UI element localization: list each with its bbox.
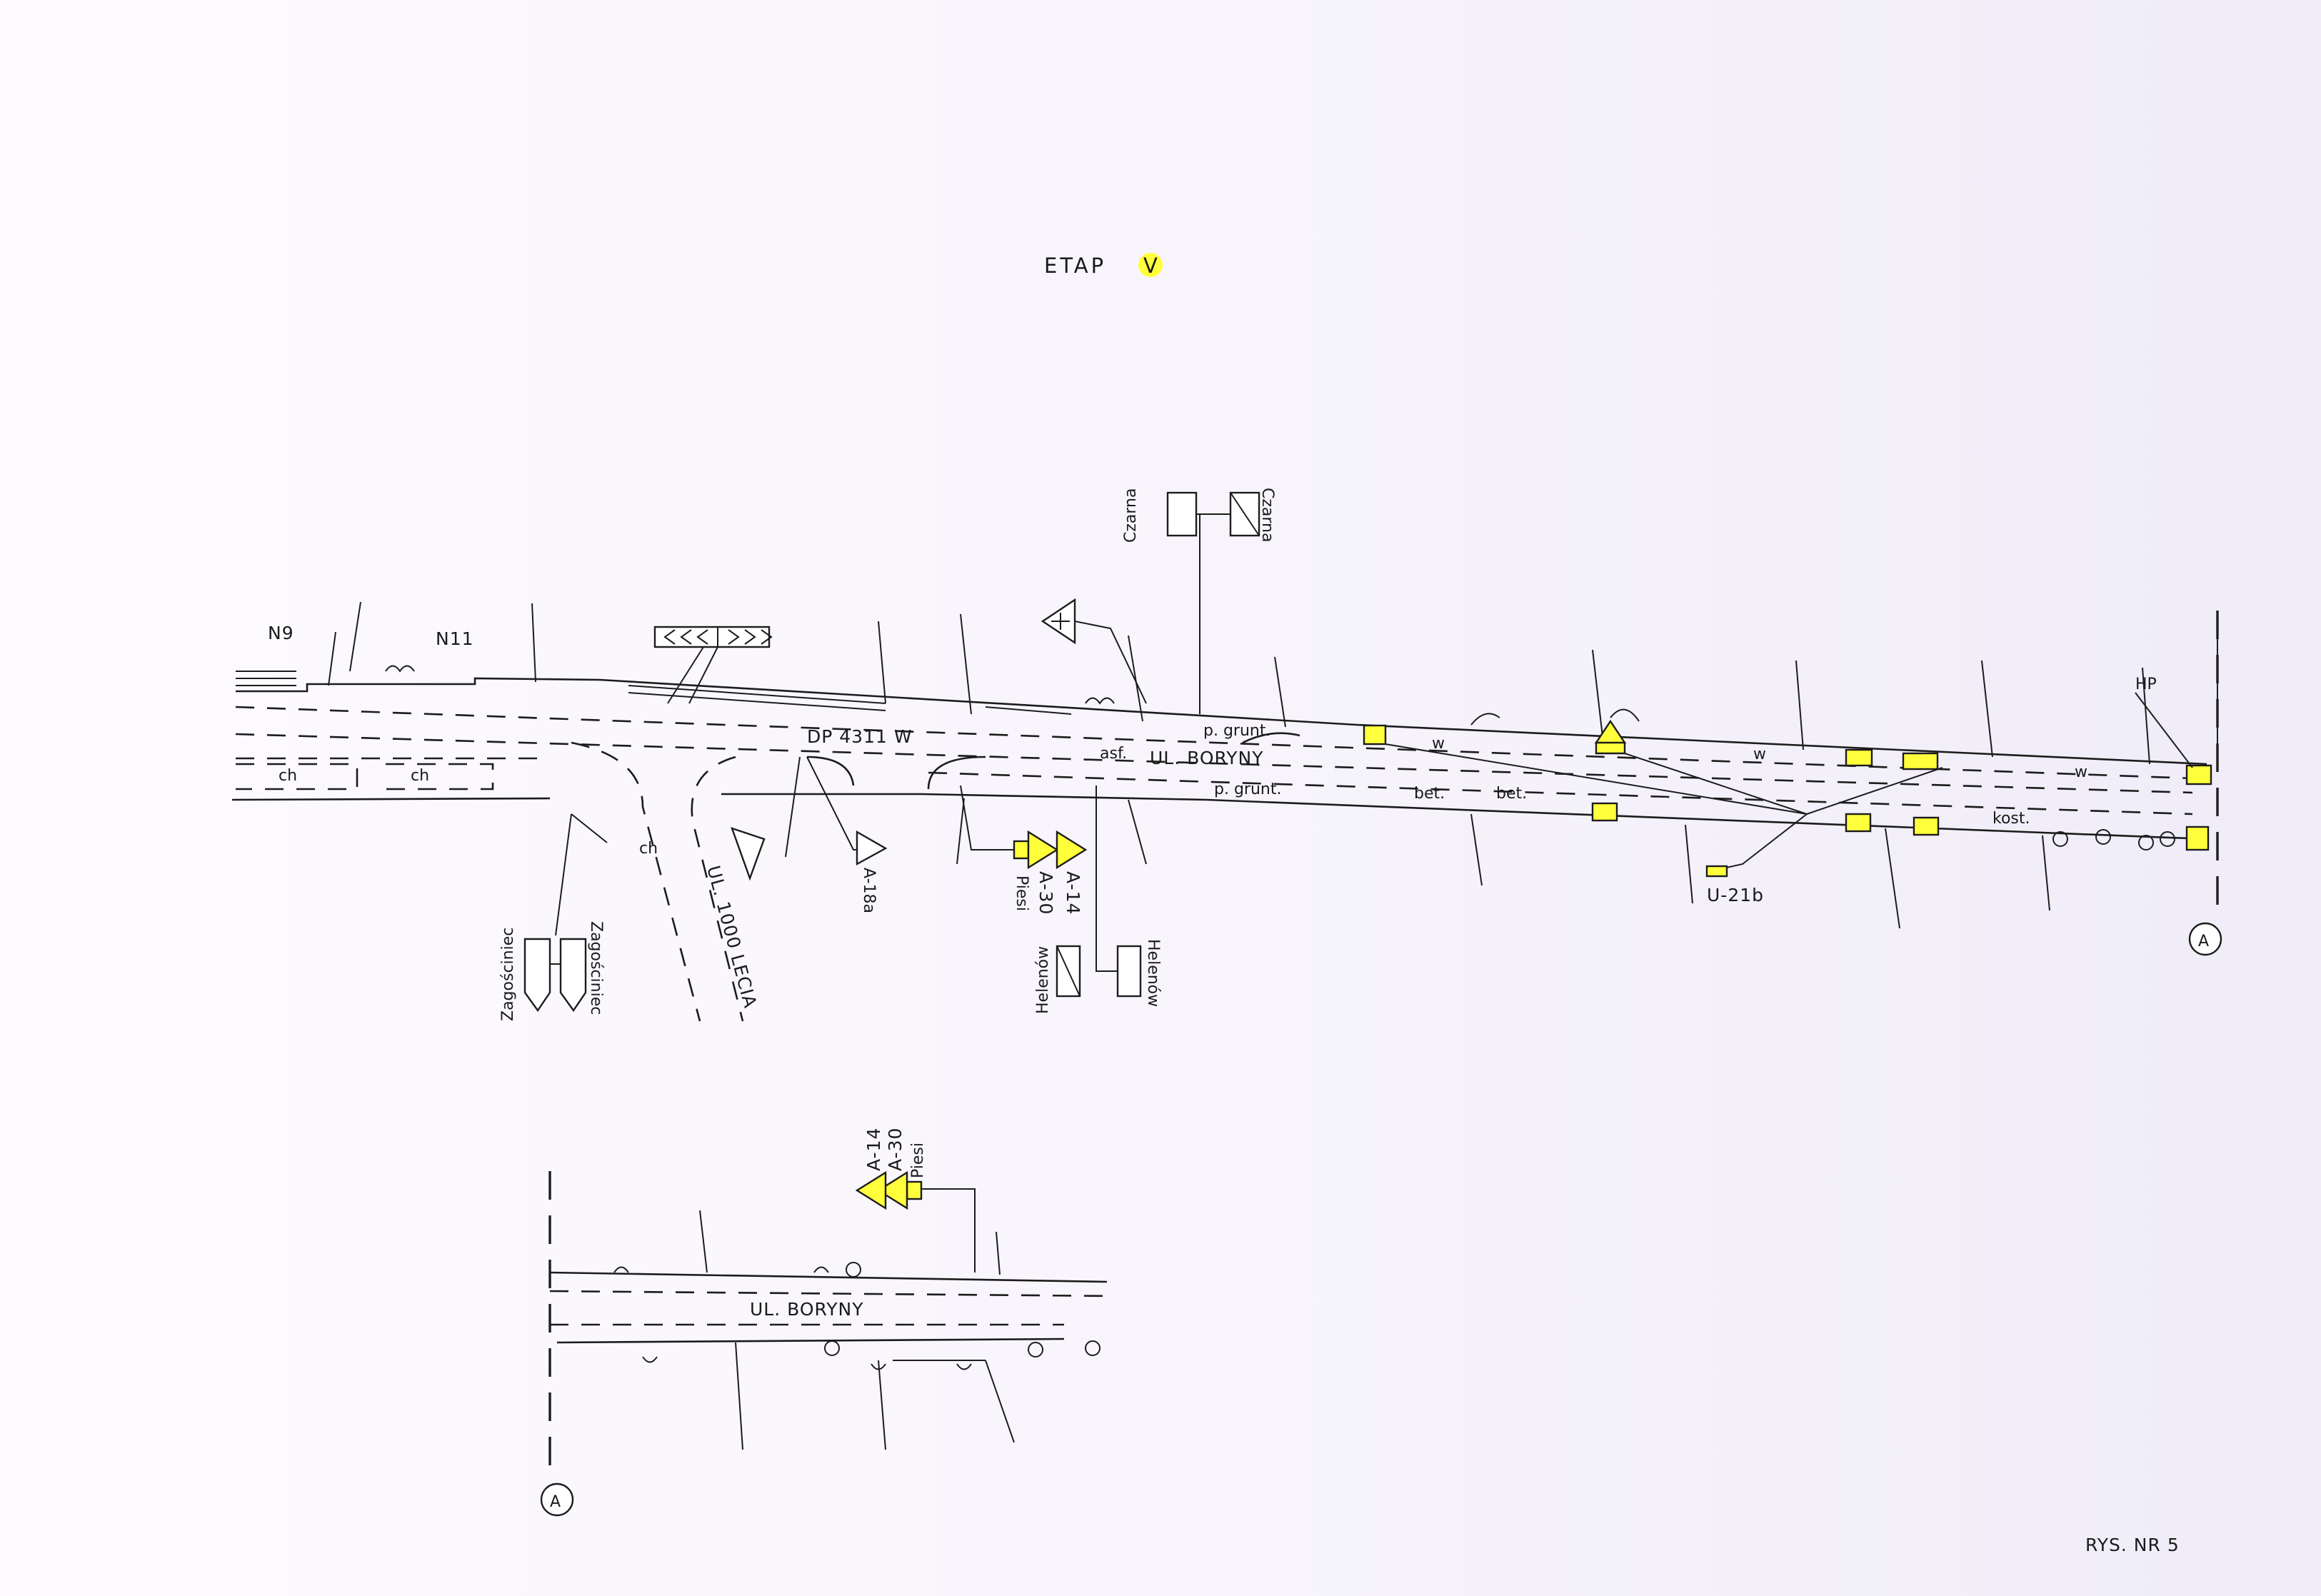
sign-post-5	[2185, 764, 2212, 786]
lower-a14-sign-icon	[855, 1170, 887, 1210]
czarna-sign-left	[1166, 491, 1198, 537]
a30-label: A-30	[1036, 871, 1056, 915]
lower-street-label: UL. BORYNY	[750, 1299, 864, 1320]
stage-number: V	[1143, 254, 1160, 278]
helenow-right-label: Helenów	[1144, 939, 1162, 1007]
lower-edge-top	[549, 1271, 1108, 1283]
stage-highlight	[1138, 253, 1163, 277]
property-lines-bottom	[956, 798, 2050, 929]
surface-bet-1: bet.	[1414, 785, 1445, 803]
u21b-label: U-21b	[1707, 885, 1764, 905]
zagosciniec-direction-signs: Zagościniec Zagościniec	[499, 813, 608, 1021]
t-junction-sign-icon	[1041, 598, 1147, 704]
lower-edge-bottom	[556, 1337, 1065, 1344]
side-street-label: UL. 1000 LECIA	[703, 863, 761, 1010]
surface-w-1: w	[1432, 735, 1445, 753]
surface-asf: asf.	[1100, 745, 1127, 763]
yield-sign-icon	[731, 827, 766, 881]
surface-p-grunt-bottom: p. grunt.	[1214, 781, 1281, 798]
main-street-label: UL. BORYNY	[1150, 748, 1264, 768]
sheet-number: RYS. NR 5	[2085, 1535, 2180, 1555]
sign-post-9	[2185, 825, 2210, 851]
surface-w-3: w	[2075, 763, 2087, 781]
ditch-1	[236, 763, 359, 791]
shrubs	[385, 665, 1640, 726]
zagosciniec-left-label: Zagościniec	[499, 928, 517, 1021]
highlighted-sign-posts	[1363, 719, 2212, 872]
match-marker-top-label: A	[2198, 933, 2209, 950]
piesi-label: Piesi	[1013, 875, 1031, 911]
czarna-left-label: Czarna	[1122, 488, 1140, 543]
u21b-sign: U-21b	[1705, 865, 1764, 905]
a18a-sign: A-18a	[785, 756, 888, 913]
match-marker-top	[2188, 922, 2222, 956]
lower-a14-label: A-14	[863, 1128, 884, 1171]
match-marker-bottom-label: A	[550, 1493, 561, 1511]
lower-a30-label: A-30	[885, 1128, 906, 1171]
parcel-n11: N11	[436, 628, 474, 649]
property-lines-top	[328, 601, 2218, 768]
sign-post-6	[1591, 802, 1618, 822]
czarna-direction-signs: Czarna Czarna	[1122, 488, 1276, 714]
hatched-strips	[236, 671, 1072, 715]
match-line: A	[2188, 611, 2222, 956]
a14-sign-icon	[1056, 830, 1088, 870]
curbs	[806, 732, 1300, 790]
lower-a30-sign-icon	[876, 1170, 908, 1210]
zagosciniec-sign-right	[559, 938, 587, 1013]
surface-ch-2: ch	[411, 767, 429, 785]
sign-post-2-icon	[1594, 719, 1627, 755]
main-road	[231, 601, 2218, 929]
surface-w-2: w	[1753, 746, 1766, 763]
lower-detail: A UL. BORYNY A-14 A-30 Piesi	[540, 1128, 1115, 1517]
zagosciniec-right-label: Zagościniec	[587, 921, 605, 1015]
surface-ch-1: ch	[279, 767, 297, 785]
stage-title: ETAP V	[1044, 253, 1163, 278]
surface-ch-3: ch	[639, 840, 658, 858]
road-edge-top	[236, 677, 2207, 766]
helenow-left-label: Helenów	[1034, 946, 1052, 1014]
road-dash-1	[235, 706, 2193, 780]
lower-piesi-label: Piesi	[909, 1143, 927, 1178]
a14-label: A-14	[1063, 871, 1083, 915]
road-number-label: DP 4311 W	[807, 726, 913, 747]
zagosciniec-sign-left	[523, 938, 551, 1013]
warning-signs-upper: A-30 A-14 Piesi	[960, 785, 1088, 915]
sign-post-7	[1845, 813, 1872, 833]
czarna-right-label: Czarna	[1258, 488, 1276, 542]
side-street-edge-2	[691, 756, 744, 1022]
sign-post-3	[1845, 748, 1873, 767]
a18a-label: A-18a	[860, 868, 878, 913]
helenow-sign-right	[1116, 945, 1142, 998]
helenow-direction-signs: Helenów Helenów	[1034, 786, 1162, 1014]
lower-dash-lines	[549, 1290, 1115, 1326]
a30-sign-icon	[1027, 830, 1059, 870]
surface-bet-2: bet.	[1496, 785, 1527, 803]
road-edge-bottom	[231, 793, 2207, 840]
sign-post-8	[1913, 816, 1940, 836]
parcel-n9: N9	[268, 623, 294, 643]
hp-marker: HP	[2135, 676, 2193, 768]
hp-label: HP	[2135, 676, 2157, 693]
surface-kost: kost.	[1992, 810, 2030, 828]
match-marker-bottom	[540, 1482, 574, 1517]
surface-p-grunt-top: p. grunt.	[1203, 722, 1270, 740]
sign-post-4	[1902, 752, 1939, 771]
sign-post-1	[1363, 724, 1387, 746]
road-dash-3	[236, 757, 2193, 815]
tree-symbols	[2052, 829, 2175, 850]
u21b-sign-icon	[1705, 865, 1728, 878]
road-dash-2	[235, 733, 2193, 794]
chevron-board-icon	[653, 626, 773, 704]
side-street-edge-1	[571, 741, 701, 1022]
ditch-2	[386, 763, 494, 791]
stage-prefix: ETAP	[1044, 254, 1106, 278]
a18a-sign-icon	[856, 830, 888, 866]
